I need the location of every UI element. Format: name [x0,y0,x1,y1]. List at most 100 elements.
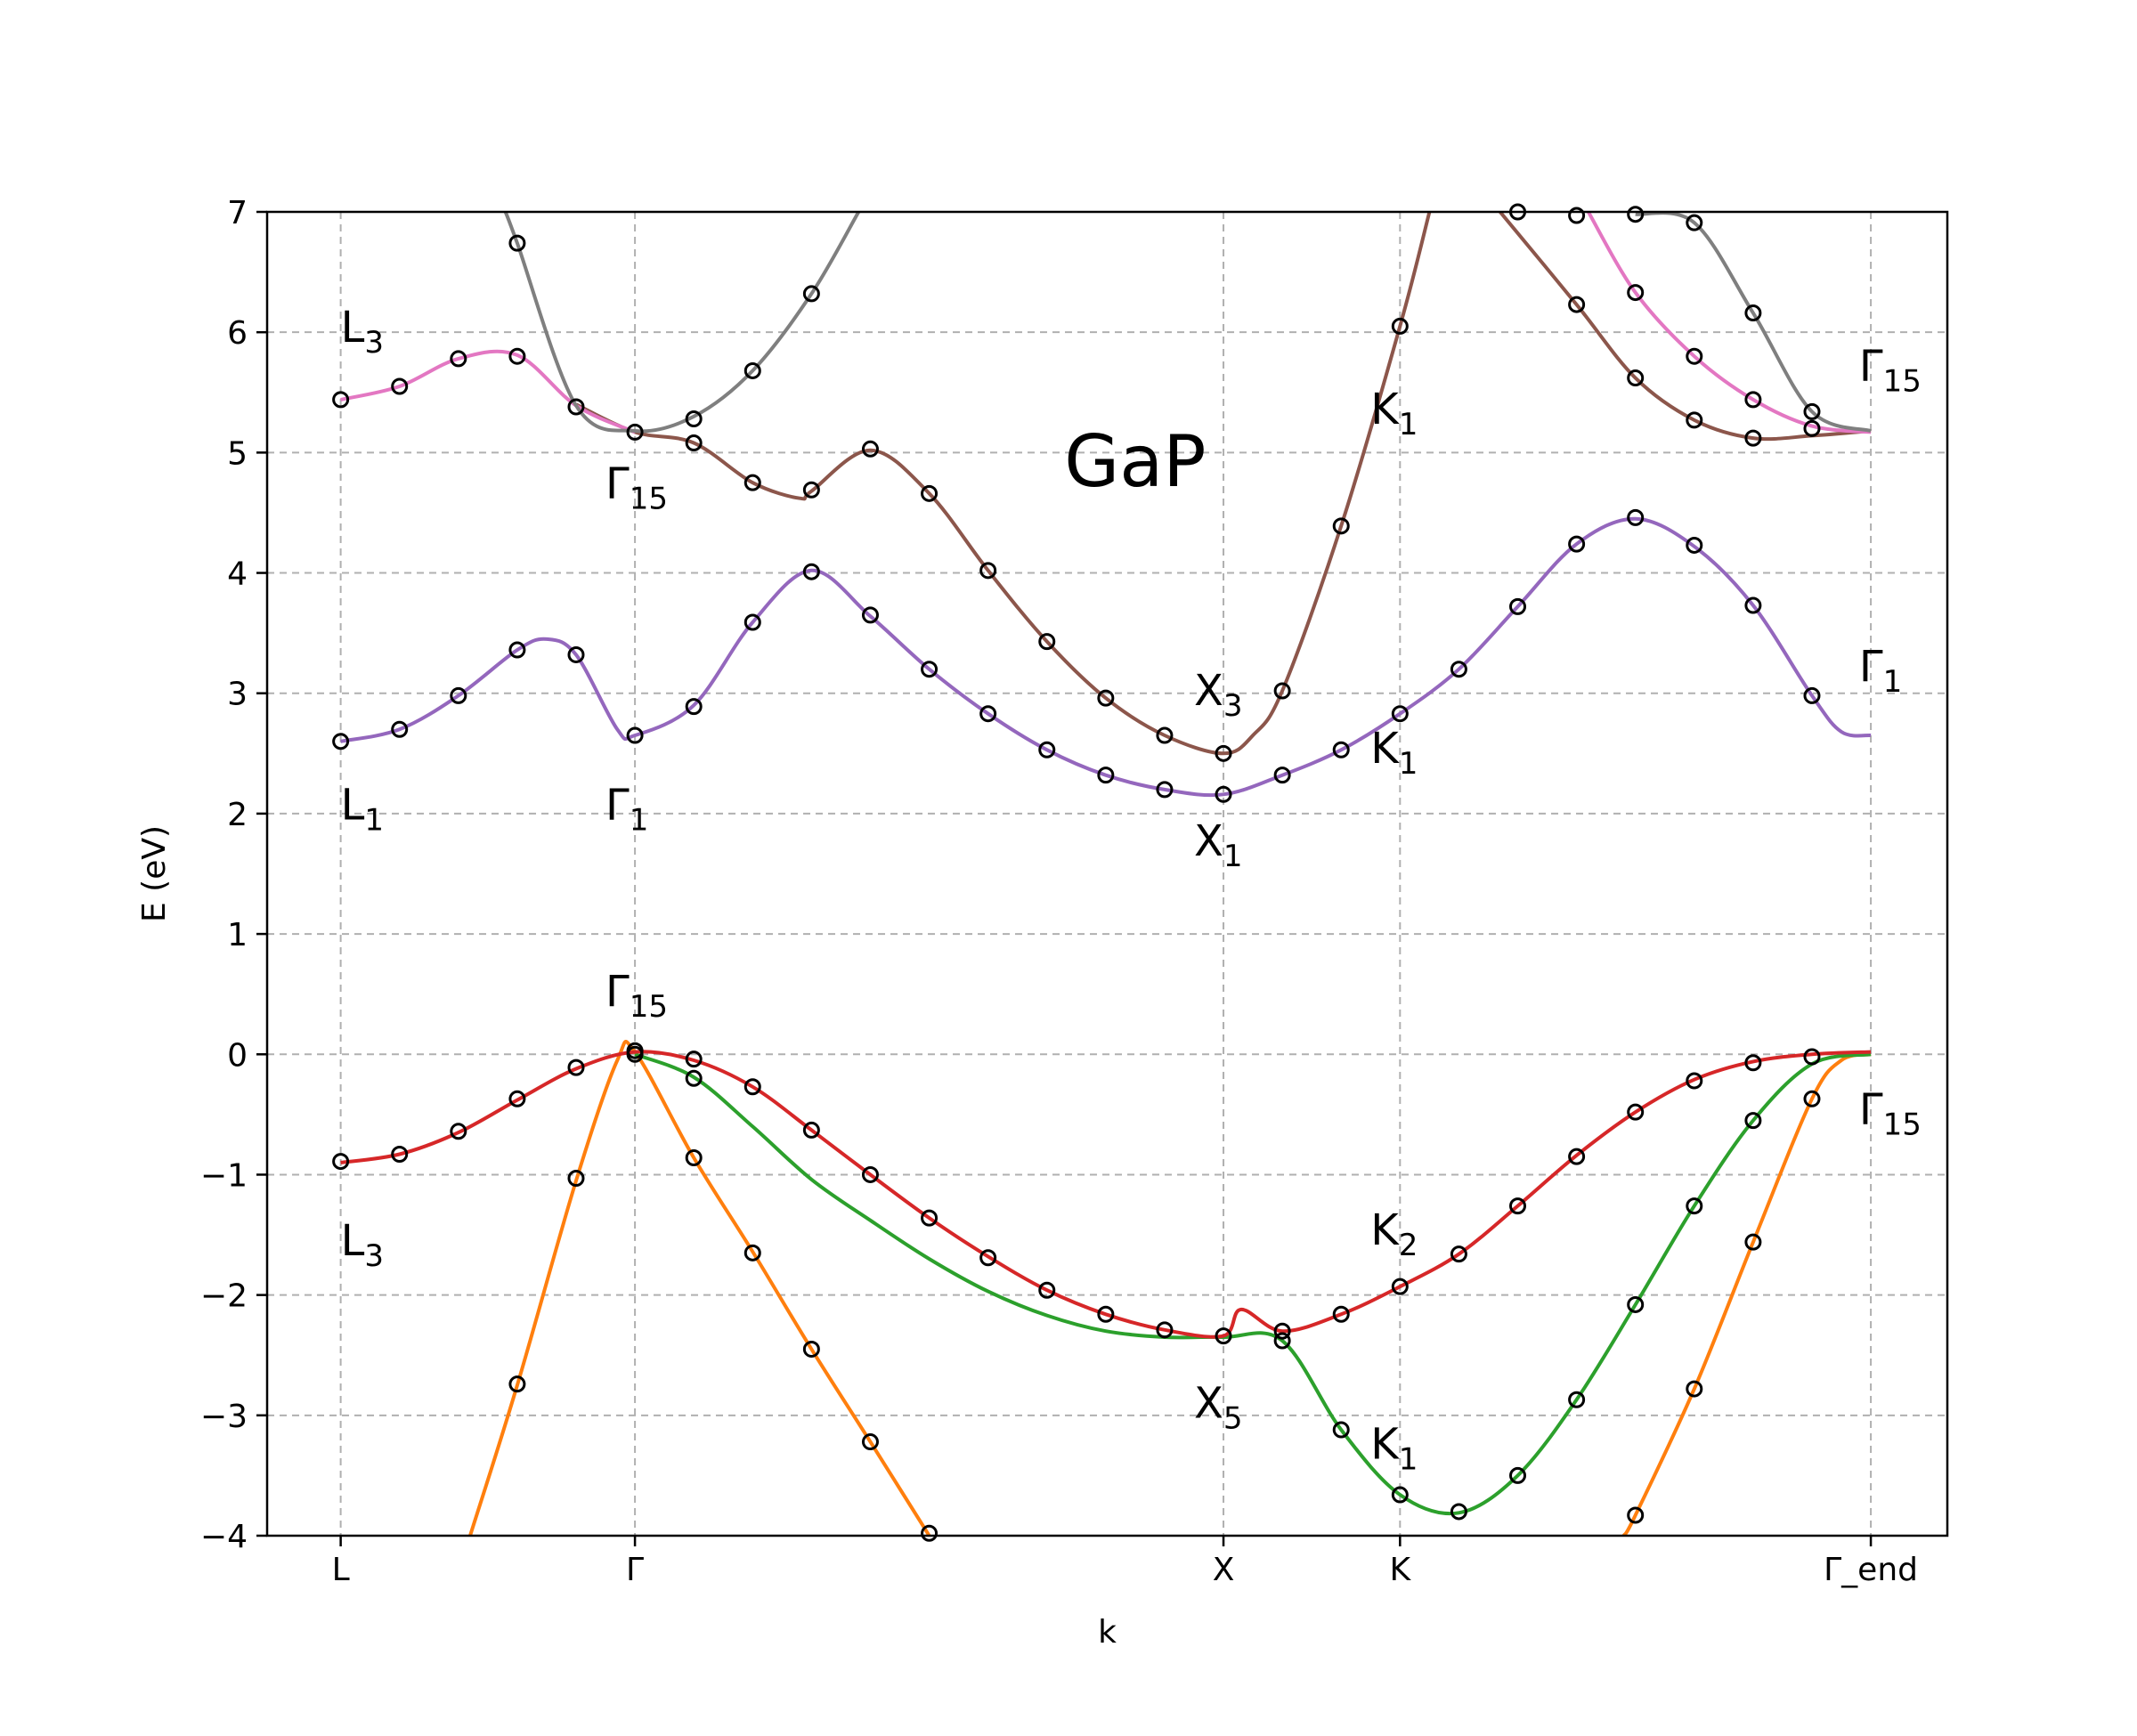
band-line-8 [1587,212,1872,434]
data-marker [332,733,350,750]
y-tick-label: 4 [227,556,248,593]
data-marker [1803,686,1821,704]
data-marker [1156,1321,1174,1339]
data-marker [743,361,761,379]
data-marker [802,1340,820,1358]
data-marker [567,398,585,416]
data-marker [1744,304,1762,322]
plot-frame [265,210,1949,1537]
data-marker [508,234,526,252]
point-annotation: Γ15 [1859,1085,1922,1143]
data-marker [685,1149,703,1167]
data-marker [685,410,703,428]
point-annotation: K1 [1370,1419,1418,1477]
data-marker [1273,767,1291,784]
data-marker [1215,785,1232,803]
data-marker [1686,1072,1703,1090]
data-marker [450,686,467,704]
data-marker [1568,296,1586,313]
band-line-5 [575,212,1432,756]
data-marker [508,347,526,365]
x-tick-label: X [1213,1552,1235,1588]
data-marker [1273,1322,1291,1340]
data-marker [1273,1332,1291,1350]
data-marker [1744,391,1762,409]
data-marker [685,1051,703,1068]
data-marker [1450,661,1467,678]
point-annotation: K1 [1370,724,1418,782]
data-marker [802,285,820,303]
data-marker [1568,1391,1586,1408]
data-marker [1744,596,1762,614]
data-marker [1215,1327,1232,1345]
data-marker [1450,1503,1467,1521]
data-marker [802,1121,820,1139]
data-marker [1097,1305,1115,1323]
band-line-2 [634,1052,1872,1516]
data-marker [861,1165,879,1183]
data-marker [508,1090,526,1107]
data-marker [1803,402,1821,420]
data-marker [1627,284,1645,302]
data-marker [1803,1048,1821,1066]
data-marker [1627,206,1645,223]
data-marker [802,563,820,580]
data-marker [1803,1090,1821,1107]
data-marker [567,645,585,663]
data-marker [1686,1197,1703,1215]
data-marker [1627,1506,1645,1524]
data-marker [1332,1305,1350,1323]
x-tick-label: Γ [626,1552,644,1588]
x-tick-label: L [332,1552,350,1588]
y-tick-label: −3 [200,1399,248,1435]
data-marker [1332,741,1350,758]
data-marker [1803,419,1821,437]
x-tick-label: K [1390,1552,1412,1588]
point-annotation: L1 [341,781,384,839]
data-marker [1509,1466,1527,1484]
y-tick-label: 7 [227,195,248,231]
data-marker [508,1375,526,1393]
data-marker [1156,726,1174,744]
data-marker [743,613,761,631]
data-marker [1332,517,1350,535]
data-marker [743,1078,761,1096]
point-annotation: X1 [1194,816,1243,874]
data-marker [391,720,409,738]
y-tick-label: 1 [227,917,248,953]
x-axis-title: k [1098,1614,1117,1651]
grid-layer [267,211,1947,1537]
y-tick-label: −2 [200,1278,248,1315]
data-marker [685,698,703,716]
chart-title: GaP [1064,420,1206,503]
data-marker [1627,508,1645,526]
data-marker [567,1059,585,1076]
data-marker [1332,1421,1350,1439]
data-marker [802,481,820,499]
data-marker [1509,1197,1527,1215]
data-marker [508,641,526,659]
data-marker [626,726,644,744]
point-annotation: Γ15 [1859,341,1922,399]
data-marker [861,606,879,624]
point-annotation: Γ15 [605,967,668,1025]
data-marker [1391,705,1409,723]
data-marker [332,391,350,409]
data-marker [1450,1245,1467,1263]
data-marker [921,1524,938,1542]
y-tick-label: 2 [227,797,248,833]
y-tick-label: −1 [200,1157,248,1194]
data-marker [1215,744,1232,762]
data-marker [685,434,703,452]
data-marker [1038,741,1056,758]
data-marker [1038,1281,1056,1299]
data-marker [1568,535,1586,553]
point-annotation: K2 [1370,1205,1418,1263]
data-marker [1686,214,1703,231]
data-marker [1156,781,1174,799]
data-marker [1627,1295,1645,1313]
data-marker [391,377,409,395]
